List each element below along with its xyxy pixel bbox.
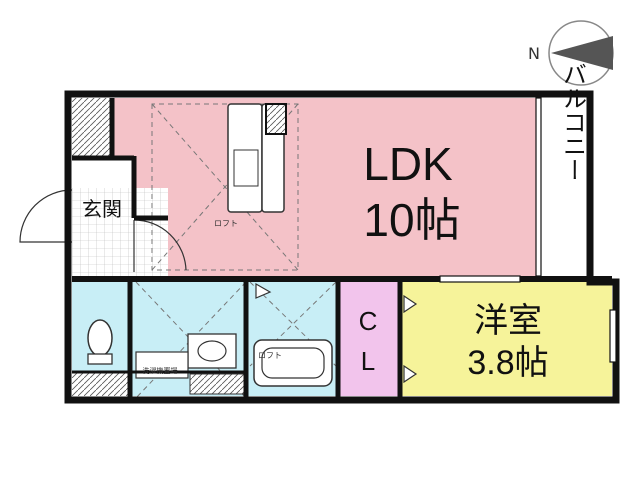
loft-note-bath: ロフト xyxy=(258,351,282,360)
ldk-room xyxy=(112,98,538,276)
balcony-label: バルコニー xyxy=(559,62,586,182)
walls xyxy=(64,90,620,404)
entrance-label: 玄関 xyxy=(82,198,122,221)
washer-note: 洗濯機置場 xyxy=(143,366,178,375)
closet-label-l: L xyxy=(361,346,375,376)
compass-label: N xyxy=(528,44,540,63)
balcony-area xyxy=(538,98,586,276)
western-label: 洋室 xyxy=(474,302,542,340)
entrance-step xyxy=(72,158,134,188)
toilet-storage xyxy=(72,372,128,396)
toilet-fixture xyxy=(87,319,113,365)
kitchen-counter xyxy=(227,103,287,213)
closet-room xyxy=(338,282,400,396)
washroom-fixtures xyxy=(135,333,247,395)
door-swings xyxy=(19,189,187,272)
bathtub xyxy=(253,339,333,387)
compass: N xyxy=(528,20,614,86)
storage-hatch xyxy=(72,98,112,158)
compass-arrow-icon xyxy=(551,36,613,70)
western-room xyxy=(400,282,612,396)
door-markers xyxy=(255,282,418,384)
ldk-size: 10帖 xyxy=(363,194,460,246)
loft-note-main: ロフト xyxy=(214,219,238,228)
western-size: 3.8帖 xyxy=(467,344,548,382)
ldk-label: LDK xyxy=(363,138,453,190)
windows xyxy=(439,97,617,363)
closet-label-c: C xyxy=(359,306,378,336)
